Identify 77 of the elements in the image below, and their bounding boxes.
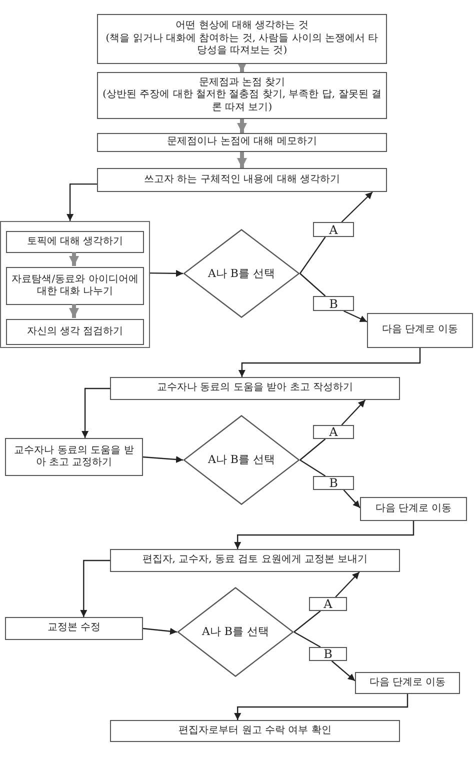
node-text: 교정본 수정 xyxy=(46,622,102,635)
arrow xyxy=(341,400,366,426)
arrow xyxy=(150,270,183,277)
arrow xyxy=(335,572,360,598)
node-text: A나 B를 선택 xyxy=(206,453,276,467)
process-box xyxy=(97,133,387,152)
decision-diamond xyxy=(177,587,294,677)
arrow xyxy=(341,192,373,222)
arrow xyxy=(69,252,79,266)
arrow xyxy=(331,660,356,682)
arrow xyxy=(234,694,408,720)
arrow xyxy=(344,310,368,322)
node-text: 편집자로부터 원고 수락 여부 확인 xyxy=(178,724,332,738)
node-text: 다음 단계로 이동 xyxy=(368,676,447,690)
node-text: (상반된 주장에 대한 철저한 절충점 찾기, 부족한 답, 잘못된 결론 따져 보기) xyxy=(102,89,382,114)
arrow xyxy=(343,490,360,508)
node-text: 편집자, 교수자, 동료 검토 요원에게 교정본 보내기 xyxy=(141,554,369,567)
option-tag xyxy=(309,647,347,661)
connector-line xyxy=(300,460,326,476)
decision-diamond xyxy=(183,229,300,318)
decision-diamond xyxy=(183,415,300,505)
arrow xyxy=(237,62,247,72)
process-box xyxy=(110,720,400,742)
option-letter: A xyxy=(322,598,334,610)
process-box xyxy=(110,377,400,400)
connector-line xyxy=(294,631,321,648)
node-text: 토픽에 대해 생각하기 xyxy=(26,236,124,248)
node-text: 다음 단계로 이동 xyxy=(374,502,453,516)
process-box xyxy=(360,497,467,521)
arrow xyxy=(237,152,247,168)
node-text: (책을 읽거나 대화에 참여하는 것, 사람들 사이의 논쟁에서 타당성을 따져보는 것) xyxy=(104,32,380,58)
group-panel xyxy=(0,221,150,348)
arrow xyxy=(238,348,421,377)
process-box xyxy=(5,438,143,476)
node-text: 문제점과 논점 찾기 xyxy=(198,76,286,89)
option-letter: B xyxy=(322,648,334,660)
option-tag xyxy=(313,425,354,439)
arrow xyxy=(80,560,110,617)
arrow xyxy=(142,456,184,463)
connector-line xyxy=(300,236,326,274)
process-box xyxy=(355,672,460,694)
connector-line xyxy=(294,610,321,632)
process-box xyxy=(6,231,144,253)
node-text: 문제점이나 논점에 대해 메모하기 xyxy=(166,136,318,149)
process-box xyxy=(6,267,144,305)
arrow xyxy=(234,521,414,549)
arrow xyxy=(66,183,97,221)
node-text: 어떤 현상에 대해 생각하는 것 xyxy=(174,20,310,33)
process-box xyxy=(97,14,387,64)
node-text: 교수자나 동료의 도움을 받아 초고 교정하기 xyxy=(13,444,135,470)
arrow xyxy=(237,119,247,133)
connector-line xyxy=(300,438,326,460)
node-text: 자신의 생각 점검하기 xyxy=(26,326,124,338)
option-letter: B xyxy=(328,298,339,310)
arrow xyxy=(82,388,110,438)
option-tag xyxy=(313,222,354,237)
process-box xyxy=(110,549,400,572)
node-text: 자료탐색/동료와 아이디어에 대한 대화 나누기 xyxy=(10,274,140,298)
process-box xyxy=(97,168,387,192)
option-tag xyxy=(313,476,354,490)
option-letter: B xyxy=(328,477,339,489)
node-text: 다음 단계로 이동 xyxy=(380,324,460,337)
node-text: 교수자나 동료의 도움을 받아 초고 작성하기 xyxy=(156,382,354,395)
node-text: A나 B를 선택 xyxy=(206,266,276,280)
option-tag xyxy=(309,597,347,611)
arrow xyxy=(69,304,79,318)
process-box xyxy=(6,319,144,345)
node-text: A나 B를 선택 xyxy=(200,625,270,639)
process-box xyxy=(5,617,143,640)
arrow xyxy=(142,628,178,635)
node-text: 쓰고자 하는 구체적인 내용에 대해 생각하기 xyxy=(143,174,341,186)
process-box xyxy=(97,72,387,119)
option-tag xyxy=(313,296,354,311)
option-letter: A xyxy=(328,426,339,438)
option-letter: A xyxy=(328,224,339,236)
process-box xyxy=(367,313,473,348)
connector-line xyxy=(300,273,326,296)
